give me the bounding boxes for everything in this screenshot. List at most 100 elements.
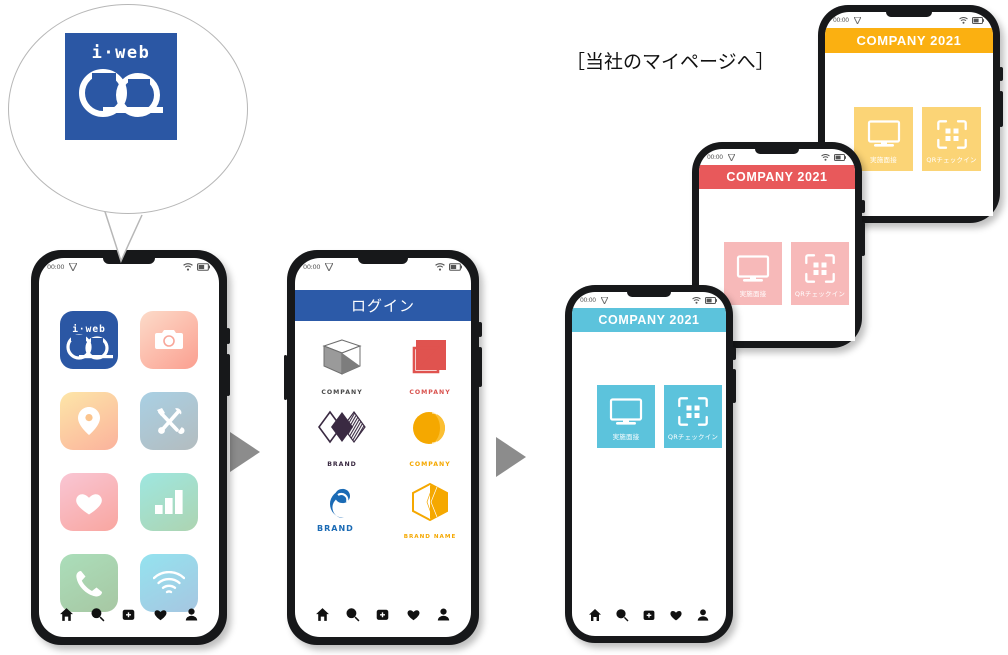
tile-label: QRチェックイン xyxy=(667,433,719,441)
phone-mypage-orange: 00:00 COMPANY 2021 xyxy=(818,5,1003,223)
app-map[interactable] xyxy=(60,392,118,450)
volume-button[interactable] xyxy=(226,354,230,396)
status-bar: 00:00 xyxy=(699,149,855,165)
power-button[interactable] xyxy=(732,347,736,360)
plus-square-icon[interactable] xyxy=(375,607,390,622)
app-camera[interactable] xyxy=(140,311,198,369)
monitor-icon xyxy=(609,397,643,425)
phone-screen: 00:00 ログイン xyxy=(295,258,471,637)
power-button[interactable] xyxy=(861,200,865,213)
qr-scan-icon xyxy=(678,397,708,426)
company-circle[interactable]: COMPANY xyxy=(391,408,469,470)
app-tools[interactable] xyxy=(140,392,198,450)
person-icon[interactable] xyxy=(436,607,451,622)
volume-button[interactable] xyxy=(478,347,482,387)
tile-qr-checkin[interactable]: QRチェックイン xyxy=(922,107,981,171)
power-button[interactable] xyxy=(999,67,1003,81)
tile-label: 実施面接 xyxy=(870,156,897,164)
status-bar: 00:00 xyxy=(39,258,219,276)
tile-label: 実施面接 xyxy=(739,290,767,298)
notch xyxy=(103,258,155,264)
signal-triangle-icon xyxy=(853,16,861,24)
login-header: ログイン xyxy=(295,290,471,321)
flow-arrow-1 xyxy=(230,432,260,472)
wifi-icon xyxy=(692,296,701,304)
person-icon[interactable] xyxy=(184,607,199,622)
company-label: COMPANY xyxy=(409,389,451,396)
diamond-logo-icon xyxy=(318,410,366,444)
tile-web-interview[interactable]: 実施面接 xyxy=(854,107,913,171)
app-wifi[interactable] xyxy=(140,554,198,612)
brand-label: BRAND NAME xyxy=(403,534,457,540)
brand-hex[interactable]: BRAND NAME xyxy=(391,480,469,542)
wifi-icon xyxy=(959,16,968,24)
notch xyxy=(886,12,932,17)
phone-home-screen: 00:00 i·web xyxy=(31,250,230,645)
volume-button[interactable] xyxy=(861,222,865,256)
monitor-icon xyxy=(867,120,900,147)
heart-icon[interactable] xyxy=(153,607,168,622)
signal-triangle-icon xyxy=(325,263,334,271)
home-icon[interactable] xyxy=(588,608,602,622)
status-time: 00:00 xyxy=(47,263,65,271)
plus-square-icon[interactable] xyxy=(121,607,136,622)
home-icon[interactable] xyxy=(59,607,74,622)
qr-scan-icon xyxy=(936,119,967,149)
brand-diamonds[interactable]: BRAND xyxy=(303,408,381,470)
cube-logo-icon xyxy=(322,339,362,375)
volume-button[interactable] xyxy=(732,369,736,403)
tools-icon xyxy=(157,408,185,434)
person-icon[interactable] xyxy=(696,608,710,622)
wifi-icon xyxy=(435,263,445,271)
plus-square-icon[interactable] xyxy=(642,608,656,622)
tile-label: QRチェックイン xyxy=(926,156,977,164)
iweb-wordmark: i·web xyxy=(91,43,151,63)
iweb-cq-logo: i·web xyxy=(65,33,177,140)
wifi-signal-icon xyxy=(153,571,185,594)
app-header: COMPANY 2021 xyxy=(572,308,726,332)
status-time: 00:00 xyxy=(303,263,321,271)
app-iweb-cq[interactable]: i·web xyxy=(60,311,118,369)
signal-triangle-icon xyxy=(69,263,78,271)
location-pin-icon xyxy=(78,407,100,435)
bottom-nav xyxy=(572,602,726,628)
tile-qr-checkin[interactable]: QRチェックイン xyxy=(791,242,849,305)
tile-web-interview[interactable]: 実施面接 xyxy=(724,242,782,305)
svg-text:i·web: i·web xyxy=(72,324,106,335)
phone-icon xyxy=(75,570,102,597)
bottom-nav xyxy=(39,600,219,628)
wifi-icon xyxy=(821,153,830,161)
power-button[interactable] xyxy=(478,322,482,337)
tile-web-interview[interactable]: 実施面接 xyxy=(597,385,655,448)
battery-icon xyxy=(705,296,717,304)
notch xyxy=(358,258,408,264)
search-icon[interactable] xyxy=(345,607,360,622)
app-header: COMPANY 2021 xyxy=(825,28,993,53)
company-cube[interactable]: COMPANY xyxy=(303,336,381,398)
search-icon[interactable] xyxy=(90,607,105,622)
power-button[interactable] xyxy=(226,328,230,344)
status-bar: 00:00 xyxy=(295,258,471,276)
heart-icon[interactable] xyxy=(669,608,683,622)
app-favorites[interactable] xyxy=(60,473,118,531)
heart-icon[interactable] xyxy=(406,607,421,622)
company-square[interactable]: COMPANY xyxy=(391,336,469,398)
app-stats[interactable] xyxy=(140,473,198,531)
silent-switch[interactable] xyxy=(284,355,287,400)
notch xyxy=(755,149,799,154)
heart-icon xyxy=(76,493,102,514)
signal-triangle-icon xyxy=(600,296,608,304)
phone-screen: 00:00 i·web xyxy=(39,258,219,637)
phone-mypage-cyan: 00:00 COMPANY 2021 実施面接 xyxy=(565,285,736,643)
search-icon[interactable] xyxy=(615,608,629,622)
company-label: COMPANY xyxy=(321,389,363,396)
app-phone[interactable] xyxy=(60,554,118,612)
brand-swirl[interactable]: BRAND xyxy=(303,480,381,542)
monitor-icon xyxy=(736,254,770,282)
home-icon[interactable] xyxy=(315,607,330,622)
status-time: 00:00 xyxy=(580,296,596,304)
tile-qr-checkin[interactable]: QRチェックイン xyxy=(664,385,722,448)
battery-icon xyxy=(197,263,210,271)
volume-button[interactable] xyxy=(999,91,1003,127)
